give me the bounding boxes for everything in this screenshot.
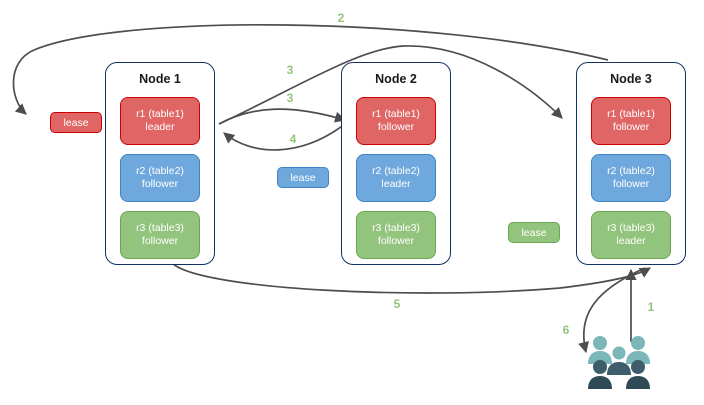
- replica-n1r2[interactable]: r2 (table2) follower: [120, 154, 200, 202]
- replica-label-line1: r3 (table3): [136, 222, 184, 234]
- edge-step-5: [171, 262, 651, 294]
- replica-label-line1: r1 (table1): [607, 108, 655, 120]
- step-label-2: 2: [337, 11, 345, 25]
- lease-badge-green[interactable]: lease: [508, 222, 560, 243]
- replica-role: leader: [381, 178, 411, 190]
- node-title: Node 2: [375, 72, 417, 86]
- replica-role: follower: [612, 121, 650, 133]
- replica-n2r2[interactable]: r2 (table2) leader: [356, 154, 436, 202]
- replica-role: follower: [141, 235, 179, 247]
- node-title: Node 3: [610, 72, 652, 86]
- node-box-node3[interactable]: Node 3 r1 (table1) follower r2 (table2) …: [576, 62, 686, 265]
- step-label-1: 1: [647, 300, 655, 314]
- replica-role: leader: [616, 235, 646, 247]
- replica-label-line1: r2 (table2): [607, 165, 655, 177]
- replica-label-line1: r2 (table2): [136, 165, 184, 177]
- replica-n1r1[interactable]: r1 (table1) leader: [120, 97, 200, 145]
- lease-badge-red[interactable]: lease: [50, 112, 102, 133]
- people-group-icon: [588, 336, 650, 389]
- replica-label-line1: r3 (table3): [607, 222, 655, 234]
- replica-n2r3[interactable]: r3 (table3) follower: [356, 211, 436, 259]
- node-box-node2[interactable]: Node 2 r1 (table1) follower r2 (table2) …: [341, 62, 451, 265]
- edge-step-2: [12, 24, 609, 115]
- edge-step-4: [223, 123, 346, 151]
- replica-n2r1[interactable]: r1 (table1) follower: [356, 97, 436, 145]
- edge-step-6: [578, 267, 646, 354]
- step-label-3b: 3: [286, 91, 294, 105]
- replica-label-line1: r2 (table2): [372, 165, 420, 177]
- replica-n3r3[interactable]: r3 (table3) leader: [591, 211, 671, 259]
- step-label-5: 5: [393, 297, 401, 311]
- replica-label-line1: r3 (table3): [372, 222, 420, 234]
- step-label-6: 6: [562, 323, 570, 337]
- replica-n3r2[interactable]: r2 (table2) follower: [591, 154, 671, 202]
- replica-role: follower: [141, 178, 179, 190]
- edge-step-3-long: [218, 45, 563, 125]
- replica-n3r1[interactable]: r1 (table1) follower: [591, 97, 671, 145]
- node-box-node1[interactable]: Node 1 r1 (table1) leader r2 (table2) fo…: [105, 62, 215, 265]
- replica-role: follower: [377, 121, 415, 133]
- replica-label-line1: r1 (table1): [136, 108, 184, 120]
- step-label-4: 4: [289, 132, 297, 146]
- lease-badge-blue[interactable]: lease: [277, 167, 329, 188]
- node-title: Node 1: [139, 72, 181, 86]
- replica-role: follower: [612, 178, 650, 190]
- replica-n1r3[interactable]: r3 (table3) follower: [120, 211, 200, 259]
- replica-role: follower: [377, 235, 415, 247]
- replica-role: leader: [145, 121, 175, 133]
- step-label-3a: 3: [286, 63, 294, 77]
- edge-step-3-short: [218, 108, 347, 125]
- replica-label-line1: r1 (table1): [372, 108, 420, 120]
